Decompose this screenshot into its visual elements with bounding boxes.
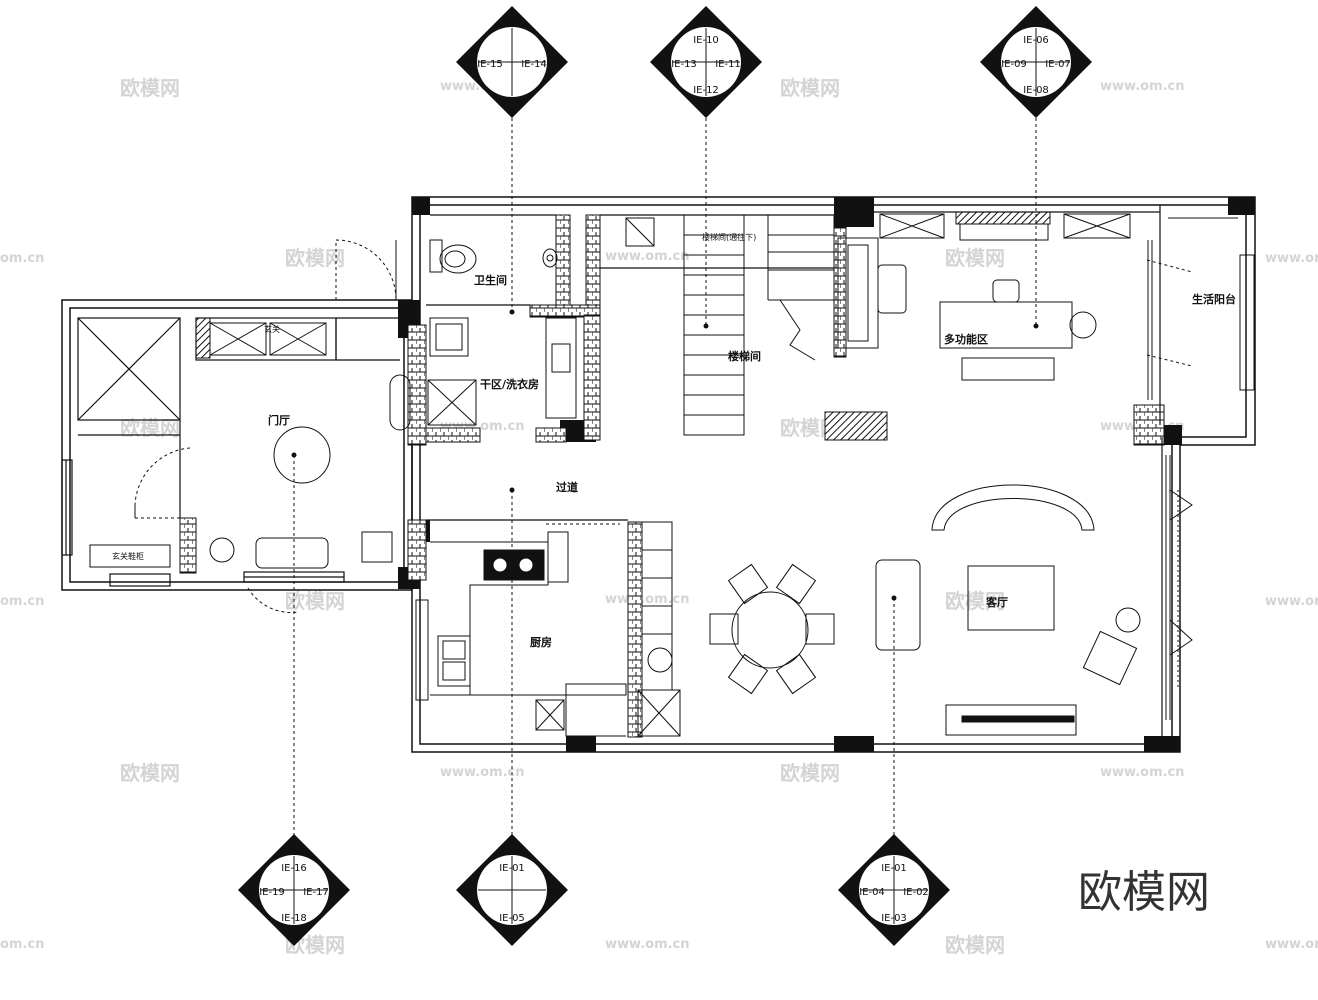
watermark-brand: 欧模网: [120, 76, 180, 100]
brick-walls: [179, 211, 1165, 738]
label-living: 客厅: [985, 595, 1008, 609]
watermark-brand: 欧模网: [285, 246, 345, 270]
tag-label-bottom: IE-03: [881, 913, 907, 924]
tag-label-left: IE-19: [259, 887, 285, 898]
label-stair-note: 楼梯间(通往下): [702, 232, 756, 242]
label-dry-area: 干区/洗衣房: [480, 377, 539, 391]
kitchen-furniture: [415, 521, 681, 737]
tag-label-right: IE-17: [303, 887, 329, 898]
watermark-brand: 欧模网: [945, 589, 1005, 613]
tag-top-left: IE-14 IE-15: [456, 6, 568, 118]
watermark-url: om.cn: [0, 594, 44, 609]
tag-label-right: IE-11: [715, 59, 741, 70]
label-entrance: 门厅: [268, 413, 290, 427]
tag-label-bottom: IE-18: [281, 913, 307, 924]
label-corridor: 过道: [556, 480, 578, 494]
label-entrance-cabinet: 玄关: [264, 324, 280, 334]
tag-label-bottom: IE-08: [1023, 85, 1049, 96]
watermark-url: www.om.cn: [1100, 765, 1185, 780]
tag-label-top: IE-10: [693, 35, 719, 46]
brand-watermark: 欧模网: [1078, 867, 1210, 918]
tag-label-left: IE-13: [671, 59, 697, 70]
multi-area-furniture: [837, 213, 1255, 391]
watermark-url: www.om.cn: [1265, 937, 1318, 952]
watermark-brand: 欧模网: [120, 761, 180, 785]
watermark-layer: 欧模网 www.om.cn 欧模网 www.om.cn om.cn 欧模网 ww…: [0, 76, 1318, 957]
watermark-url: www.om.cn: [605, 249, 690, 264]
watermark-url: www.om.cn: [605, 592, 690, 607]
label-balcony: 生活阳台: [1192, 292, 1236, 306]
tag-label-bottom: IE-05: [499, 913, 525, 924]
label-shoe-cabinet: 玄关鞋柜: [112, 551, 144, 561]
room-labels: 卫生间 干区/洗衣房 门厅 玄关 玄关鞋柜 过道 楼梯间 楼梯间(通往下) 多功…: [112, 232, 1236, 649]
walls: [61, 196, 1256, 753]
watermark-brand: 欧模网: [945, 246, 1005, 270]
balcony-windows: [1147, 240, 1193, 720]
tag-label-right: IE-02: [903, 887, 929, 898]
label-multi-area: 多功能区: [944, 332, 988, 346]
doors: [134, 239, 1193, 613]
tag-label-bottom: IE-12: [693, 85, 719, 96]
index-lines: [293, 112, 1037, 840]
tag-label-top: IE-01: [881, 863, 907, 874]
watermark-url: www.om.cn: [605, 937, 690, 952]
label-kitchen: 厨房: [530, 635, 552, 649]
partitions: [61, 205, 1163, 744]
tag-label-top: IE-16: [281, 863, 307, 874]
tag-label-top: IE-01: [499, 863, 525, 874]
watermark-brand: 欧模网: [780, 761, 840, 785]
tag-label-right: IE-07: [1045, 59, 1071, 70]
staircase: [625, 214, 835, 436]
tag-label-right: IE-14: [521, 59, 547, 70]
label-stair: 楼梯间: [728, 349, 761, 363]
tag-label-top: IE-06: [1023, 35, 1049, 46]
watermark-url: www.om.cn: [1265, 594, 1318, 609]
watermark-url: om.cn: [0, 937, 44, 952]
label-bathroom: 卫生间: [474, 273, 507, 287]
living-furniture: [709, 484, 1141, 736]
tag-label-left: IE-09: [1001, 59, 1027, 70]
watermark-url: om.cn: [0, 251, 44, 266]
bathroom-fixtures: [389, 239, 577, 431]
watermark-url: www.om.cn: [1100, 79, 1185, 94]
wall-columns: [398, 197, 1255, 752]
watermark-brand: 欧模网: [945, 933, 1005, 957]
watermark-url: www.om.cn: [440, 765, 525, 780]
tag-label-left: IE-04: [859, 887, 885, 898]
index-points: [291, 309, 1039, 601]
tag-label-left: IE-15: [477, 59, 503, 70]
watermark-brand: 欧模网: [285, 589, 345, 613]
entrance-furniture: [89, 322, 393, 569]
watermark-url: www.om.cn: [1265, 251, 1318, 266]
watermark-brand: 欧模网: [780, 76, 840, 100]
